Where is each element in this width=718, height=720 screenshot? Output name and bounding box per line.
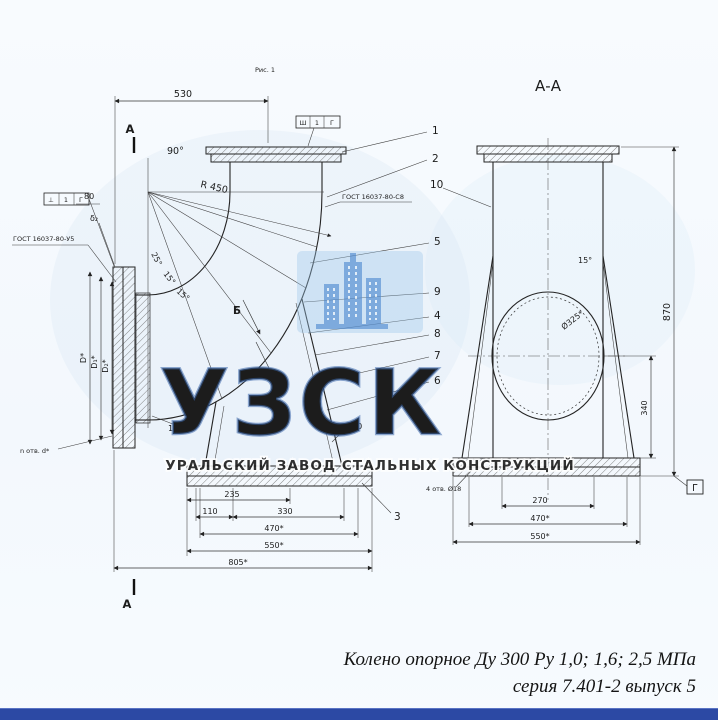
- part-callouts: 1 2 10 5 9 4 8 7 6 3: [303, 125, 492, 523]
- gusset-angle: 15°: [578, 256, 592, 265]
- elbow-bend: [147, 158, 332, 428]
- delta2-label: δ₂: [90, 214, 98, 223]
- view-b-label-1: Б: [233, 305, 241, 317]
- callout-5: 5: [434, 236, 441, 248]
- callout-9: 9: [434, 286, 441, 298]
- callout-10: 10: [430, 179, 443, 191]
- caption: Колено опорное Ду 300 Ру 1,0; 1,6; 2,5 М…: [344, 647, 696, 701]
- section-title: А-А: [535, 77, 562, 95]
- caption-line1: Колено опорное Ду 300 Ру 1,0; 1,6; 2,5 М…: [343, 649, 696, 670]
- gost-note-left: ГОСТ 16037-80-У5: [12, 235, 117, 283]
- view-b-arrows: Б Б: [233, 299, 274, 383]
- dim-550-section: 550*: [530, 532, 549, 541]
- dim-470-section: 470*: [530, 514, 549, 523]
- callout-1: 1: [432, 125, 439, 137]
- left-flange: [112, 266, 151, 449]
- weld-flag-left: ⊥ 1 Г: [43, 192, 115, 267]
- holes-note-main: n отв. d*: [20, 447, 50, 455]
- weld-flag-top-sec: Г: [330, 119, 334, 127]
- weld-flag-top-sym: Ш: [300, 119, 307, 127]
- dim-d: D*: [79, 353, 88, 363]
- technical-drawing: А А Рис. 1 530: [12, 66, 704, 611]
- gost-top-text: ГОСТ 16037-80-С8: [342, 193, 404, 201]
- datum-label: Г: [692, 483, 698, 494]
- support-cone: [204, 298, 343, 467]
- angle-90: 90°: [167, 146, 184, 157]
- weld-flag-left-sym: ⊥: [48, 196, 54, 204]
- callout-4: 4: [434, 310, 441, 322]
- dim-550-main: 550*: [264, 541, 283, 550]
- gost-note-top: ГОСТ 16037-80-С8: [324, 193, 412, 208]
- fig-ref: Рис. 1: [255, 66, 275, 74]
- weld-flag-top: Ш 1 Г: [295, 115, 341, 147]
- dim-530: 530: [174, 89, 192, 100]
- callout-2: 2: [432, 153, 439, 165]
- view-b-label-2: Б: [266, 371, 274, 383]
- footer-bar: [0, 708, 718, 720]
- callout-8: 8: [434, 328, 441, 340]
- section-base-plate: [452, 457, 641, 477]
- main-view: А А Рис. 1 530: [12, 66, 412, 611]
- callout-7: 7: [434, 350, 441, 362]
- thickness-left: 10: [168, 424, 178, 433]
- dim-870: 870: [662, 303, 673, 321]
- dim-470-main: 470*: [264, 524, 283, 533]
- dim-235: 235: [224, 490, 239, 499]
- thickness-right: 10: [352, 422, 362, 431]
- top-flange: [205, 146, 347, 163]
- weld-flag-left-num: 1: [64, 196, 68, 204]
- cut-label-top: А: [126, 122, 135, 136]
- dim-340: 340: [640, 400, 649, 415]
- dim-805: 805*: [228, 558, 247, 567]
- weld-flag-top-num: 1: [315, 119, 319, 127]
- flange-diameter-dims: [87, 271, 115, 445]
- base-plate: [186, 465, 373, 487]
- callout-6: 6: [434, 375, 441, 387]
- callout-3: 3: [394, 511, 401, 523]
- dim-d1: D₁*: [90, 355, 99, 368]
- gussets: [461, 255, 635, 459]
- dim-270: 270: [532, 496, 547, 505]
- dim-110: 110: [202, 507, 217, 516]
- weld-flag-left-sec: Г: [79, 196, 83, 204]
- caption-line2: серия 7.401-2 выпуск 5: [512, 675, 696, 697]
- pipe-opening: [491, 291, 605, 421]
- dim-330: 330: [277, 507, 292, 516]
- dim-d2: D₂*: [101, 359, 110, 372]
- gost-left-text: ГОСТ 16037-80-У5: [13, 235, 74, 243]
- cut-label-bottom: А: [123, 597, 132, 611]
- holes-note-section: 4 отв. Ø18: [426, 485, 461, 493]
- datum-flag: Г: [673, 475, 704, 495]
